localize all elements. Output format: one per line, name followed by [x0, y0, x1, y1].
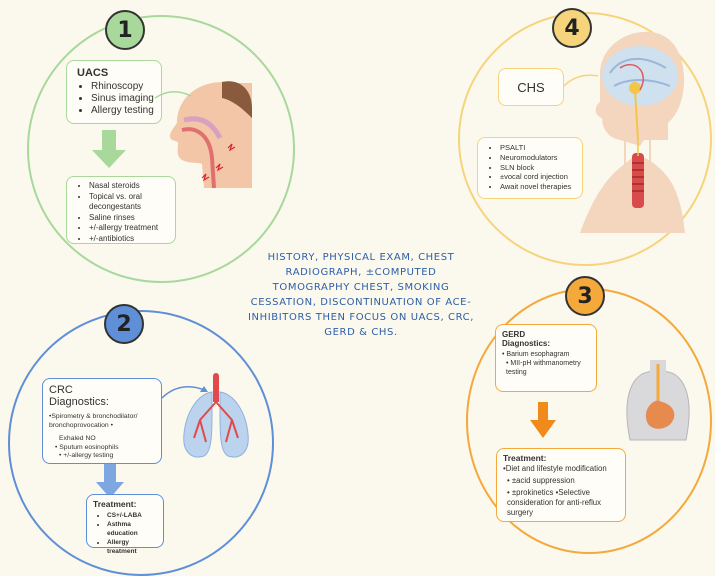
crc-subtitle: Diagnostics:: [49, 396, 109, 408]
uacs-title: UACS: [77, 67, 109, 79]
list-item: Saline rinses: [89, 213, 169, 224]
crc-title: CRC: [49, 384, 73, 396]
chs-title: CHS: [517, 79, 545, 95]
gerd-diag-item: • MII-pH withmanometry testing: [506, 360, 581, 376]
gerd-arrow-icon: [530, 402, 556, 438]
list-item: PSALTI: [500, 143, 576, 153]
gerd-subtitle: Diagnostics:: [502, 339, 551, 348]
list-item: +/-antibiotics: [89, 234, 169, 245]
gerd-treatment-title: Treatment:: [503, 453, 547, 463]
gerd-treatment-box: Treatment: •Diet and lifestyle modificat…: [496, 448, 626, 522]
list-item: Rhinoscopy: [91, 81, 155, 93]
gerd-treatment-item: •Diet and lifestyle modification: [503, 464, 607, 473]
chs-title-box: CHS: [498, 68, 564, 106]
list-item: Topical vs. oral decongestants: [89, 192, 169, 213]
uacs-treatment-list: Nasal steroids Topical vs. oral deconges…: [75, 181, 169, 244]
crc-diag-item: • Sputum eosinophils: [55, 443, 119, 451]
list-item: SLN block: [500, 163, 576, 173]
step-2-badge: 2: [104, 304, 144, 344]
chs-connector-line: [563, 74, 599, 87]
summary-line: CESSATION, DISCONTINUATION OF ACE-: [250, 297, 472, 308]
list-item: Await novel therapies: [500, 182, 576, 192]
summary-line: GERD & CHS.: [324, 327, 398, 338]
list-item: Asthma education: [107, 520, 157, 538]
gerd-title: GERD: [502, 330, 526, 339]
summary-line: INHIBITORS THEN FOCUS ON UACS, CRC,: [247, 312, 474, 323]
uacs-arrow-icon: [92, 130, 126, 168]
gerd-diagnostics-box: GERD Diagnostics: • Barium esophagram • …: [495, 324, 597, 392]
list-item: Sinus imaging: [91, 93, 155, 105]
uacs-diagnostics-box: UACS Rhinoscopy Sinus imaging Allergy te…: [66, 60, 162, 124]
lungs-illustration-icon: [183, 373, 249, 458]
crc-diag-item: •Spirometry & bronchodilator/ bronchopro…: [49, 413, 138, 429]
uacs-diagnostics-list: Rhinoscopy Sinus imaging Allergy testing: [77, 81, 155, 117]
crc-diagnostics-box: CRC Diagnostics: •Spirometry & bronchodi…: [42, 378, 162, 464]
step-4-badge: 4: [552, 8, 592, 48]
list-item: ±vocal cord injection: [500, 172, 576, 182]
list-item: Allergy treatment: [107, 538, 157, 556]
crc-diag-item: Exhaled NO: [59, 435, 96, 442]
list-item: CS+/-LABA: [107, 511, 157, 520]
summary-line: HISTORY, PHYSICAL EXAM, CHEST: [267, 252, 455, 263]
chs-treatment-box: PSALTI Neuromodulators SLN block ±vocal …: [477, 137, 583, 199]
crc-treatment-box: Treatment: CS+/-LABA Asthma education Al…: [86, 494, 164, 555]
chs-treatment-list: PSALTI Neuromodulators SLN block ±vocal …: [486, 143, 576, 192]
crc-connector-arrow: [161, 385, 208, 399]
uacs-circle: [27, 15, 295, 283]
crc-treatment-title: Treatment:: [93, 499, 137, 509]
summary-line: RADIOGRAPH, ±COMPUTED: [285, 267, 437, 278]
summary-line: TOMOGRAPHY CHEST, SMOKING: [272, 282, 450, 293]
crc-arrow-icon: [96, 464, 124, 498]
torso-stomach-illustration-icon: [626, 360, 690, 441]
head-throat-illustration-icon: [169, 81, 252, 189]
central-summary: HISTORY, PHYSICAL EXAM, CHEST RADIOGRAPH…: [245, 250, 477, 340]
step-3-badge: 3: [565, 276, 605, 316]
step-1-badge: 1: [105, 10, 145, 50]
crc-treatment-list: CS+/-LABA Asthma education Allergy treat…: [93, 511, 157, 556]
crc-diag-item: • +/-allergy testing: [59, 452, 114, 459]
list-item: Allergy testing: [91, 105, 155, 117]
gerd-diag-item: • Barium esophagram: [502, 351, 570, 358]
uacs-connector-line: [154, 91, 192, 99]
brain-nerve-illustration-icon: [580, 31, 685, 233]
list-item: Nasal steroids: [89, 181, 169, 192]
uacs-treatment-box: Nasal steroids Topical vs. oral deconges…: [66, 176, 176, 244]
gerd-treatment-item: • ±acid suppression: [507, 476, 575, 485]
gerd-treatment-item: • ±prokinetics •Selective consideration …: [507, 488, 602, 517]
list-item: +/-allergy treatment: [89, 223, 169, 234]
list-item: Neuromodulators: [500, 153, 576, 163]
